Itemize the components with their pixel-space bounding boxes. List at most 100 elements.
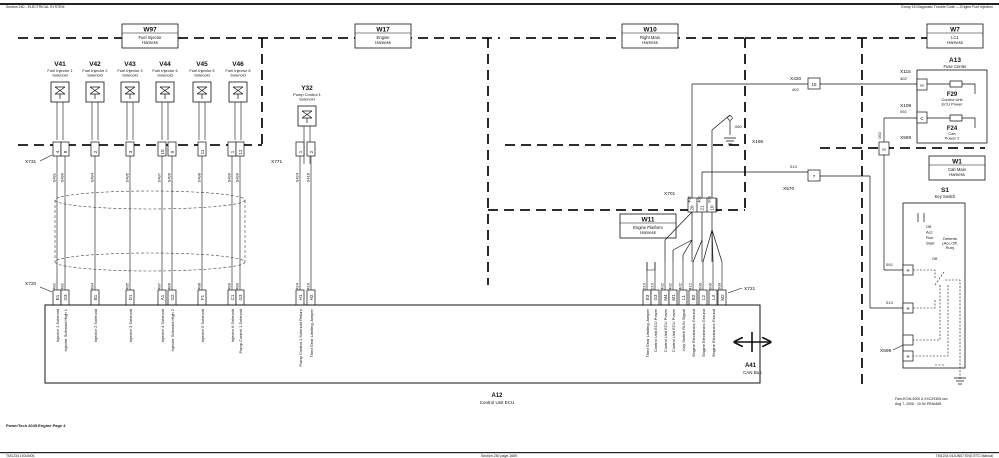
pin-number: G3	[63, 294, 68, 301]
wire	[711, 229, 723, 263]
wire-label: S499	[227, 282, 232, 292]
leader	[892, 344, 904, 351]
pin-number: H1	[298, 294, 303, 300]
solenoid-id: V41	[54, 61, 66, 68]
wire-label: S499	[235, 172, 240, 182]
wire-label: 092	[900, 109, 907, 114]
terminal-mark: ✳	[906, 306, 910, 311]
ecu-function-label: Pump Control 1 Solenoid Return	[298, 309, 303, 367]
solenoid-coil-icon	[301, 110, 313, 123]
fuse-id: F24	[947, 126, 958, 132]
wire-label: S418	[306, 282, 311, 292]
key-detents-label: Detents(Acc,Off,Run)	[942, 236, 957, 250]
pin-number: 1	[298, 150, 303, 153]
harness-id: W10	[643, 27, 657, 34]
wire-label: 092	[877, 131, 882, 138]
pin-number: A1	[160, 294, 165, 300]
wire	[672, 239, 693, 251]
wire-label: S494	[90, 282, 95, 292]
leader	[727, 287, 743, 294]
fuse-center-name: Fuse Center	[943, 64, 967, 69]
fuse-center-id: A13	[949, 57, 961, 64]
ecu-function-label: Control Unit ECU Power	[653, 308, 658, 352]
wire-label: S497	[157, 282, 162, 292]
harness-box	[121, 23, 179, 49]
x720-label: X720	[25, 281, 37, 287]
solenoid-id: V42	[89, 61, 101, 68]
x109-pin: C	[920, 116, 924, 121]
wire	[692, 239, 703, 263]
ecu-function-label: Engine Electronics Ground	[701, 309, 706, 357]
ecu-function-label: Injector 3 Solenoid	[128, 309, 133, 342]
pin-number: F1	[200, 294, 205, 300]
ecu-function-label: Third Gear Limiting Jumper	[309, 308, 314, 357]
jumper-loop	[646, 262, 656, 271]
wire-label: S496	[167, 172, 172, 182]
pin-number: L3	[711, 295, 716, 301]
pin-number: L1	[681, 295, 686, 301]
pin-number: 8	[63, 150, 68, 153]
wire-label: 412	[688, 282, 693, 289]
wire-label: 013	[886, 300, 893, 305]
key-switch-terminal	[902, 334, 914, 346]
footer-left: TM1234 19JUN06	[6, 454, 34, 458]
wire-label: 013	[790, 164, 797, 169]
wire	[664, 211, 693, 241]
x195-label: X195	[752, 139, 764, 145]
harness-box	[928, 155, 986, 181]
solenoid-coil-icon	[196, 86, 208, 99]
wire	[711, 114, 731, 131]
harness-box	[926, 23, 984, 49]
wire-label: 402	[900, 76, 907, 81]
pin-number: 11	[200, 149, 205, 154]
can-id: A41	[745, 363, 757, 369]
x115-pin: H	[920, 83, 923, 88]
harness-id: W1	[952, 159, 962, 166]
fuse-center-box	[916, 69, 988, 144]
pin-number: B2	[691, 294, 696, 300]
key-switch-box	[902, 202, 966, 369]
ecu-function-label: Key Switch RUN Signal	[681, 309, 686, 351]
pin-number: 1	[230, 150, 235, 153]
x420-pin: 15	[811, 82, 817, 87]
ecu-function-label: Engine Electronics Ground	[691, 309, 696, 357]
fuse-id: F29	[947, 92, 958, 98]
x569-pin: H	[882, 147, 885, 152]
footer-center: Section 240 page 1669	[481, 454, 517, 458]
pin-number: B1	[93, 294, 98, 300]
ecu-id: A12	[491, 393, 503, 399]
wire-label: S424	[295, 282, 300, 292]
ecu-function-label: Injector 6 Solenoid	[230, 309, 235, 342]
x109-pin-cell	[916, 111, 928, 124]
solenoid-id: Y32	[301, 85, 313, 92]
solenoid-coil-icon	[124, 86, 136, 99]
ecu-function-label: Injector 5 Solenoid	[200, 309, 205, 342]
wire-label: S490	[60, 172, 65, 182]
x701-pin-number: 10	[710, 205, 715, 211]
key-position-label: Run	[926, 235, 933, 240]
wire	[711, 229, 714, 263]
